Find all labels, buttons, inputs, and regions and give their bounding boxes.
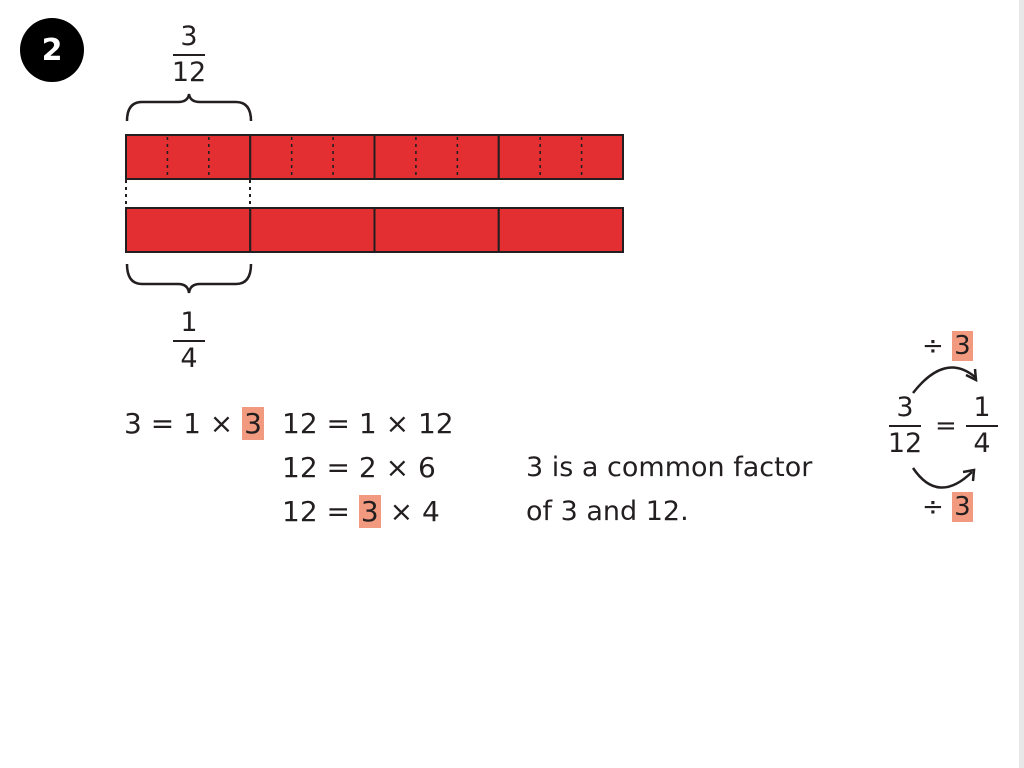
fraction-denominator: 4: [180, 343, 198, 374]
highlighted-common-factor: 3: [242, 407, 264, 440]
highlighted-common-factor: 3: [358, 495, 381, 528]
fraction-line: [889, 425, 921, 427]
fraction-one-quarter-label: 1 4: [159, 308, 219, 374]
twelfths-bar: [125, 134, 624, 180]
bar-part: [497, 134, 624, 180]
fraction-denominator: 12: [171, 57, 207, 88]
fraction-numerator: 1: [180, 307, 198, 338]
bar-part: [125, 134, 252, 180]
divide-arrow-bottom: [911, 467, 973, 489]
top-brace: [125, 93, 253, 122]
equation-lhs: 12 = 1 × 12: [282, 407, 454, 440]
factors-of-12-row: 12 = 2 × 6: [282, 451, 436, 485]
common-factor-note-line-1: 3 is a common factor: [526, 452, 813, 483]
common-factor-note-line-2: of 3 and 12.: [526, 496, 689, 527]
factors-of-12-row: 12 = 1 × 12: [282, 407, 454, 441]
divisor-highlight: 3: [952, 331, 973, 361]
equals-sign: =: [935, 411, 957, 441]
equation-lhs: 3 = 1 ×: [124, 407, 243, 440]
divide-by-label-top: ÷ 3: [922, 331, 973, 361]
factors-of-12-row: 12 = 3 × 4: [282, 495, 440, 529]
divide-symbol: ÷: [922, 331, 944, 361]
equation-rhs: × 4: [380, 495, 440, 528]
divide-arrow-top-head: [965, 368, 978, 383]
bottom-brace: [125, 263, 253, 294]
page-edge: [1019, 0, 1024, 768]
fraction-numerator: 1: [973, 392, 991, 423]
fraction-denominator: 4: [973, 428, 991, 459]
simplify-fraction-left: 3 12: [875, 393, 935, 459]
fraction-denominator: 12: [887, 428, 923, 459]
simplify-fraction-right: 1 4: [952, 393, 1012, 459]
fraction-numerator: 3: [180, 21, 198, 52]
bar-part: [373, 134, 500, 180]
fraction-line: [966, 425, 998, 427]
bar-part: [373, 207, 500, 253]
divide-arrow-top: [912, 366, 976, 394]
fraction-line: [173, 54, 205, 56]
equation-lhs: 12 = 2 × 6: [282, 451, 436, 484]
bar-part: [125, 207, 252, 253]
divide-symbol: ÷: [922, 492, 944, 522]
step-number-badge: 2: [20, 18, 84, 82]
bar-part: [249, 134, 376, 180]
quarters-bar: [125, 207, 624, 253]
factors-of-3-row: 3 = 1 × 3: [124, 407, 264, 441]
step-number: 2: [41, 32, 63, 68]
bar-part: [249, 207, 376, 253]
fraction-three-twelfths-label: 3 12: [159, 22, 219, 88]
fraction-numerator: 3: [896, 392, 914, 423]
fraction-line: [173, 340, 205, 342]
bar-part: [497, 207, 624, 253]
divide-by-label-bottom: ÷ 3: [922, 492, 973, 522]
equation-lhs: 12 =: [282, 495, 359, 528]
divide-arrow-bottom-head: [962, 468, 976, 482]
divisor-highlight: 3: [952, 492, 973, 522]
